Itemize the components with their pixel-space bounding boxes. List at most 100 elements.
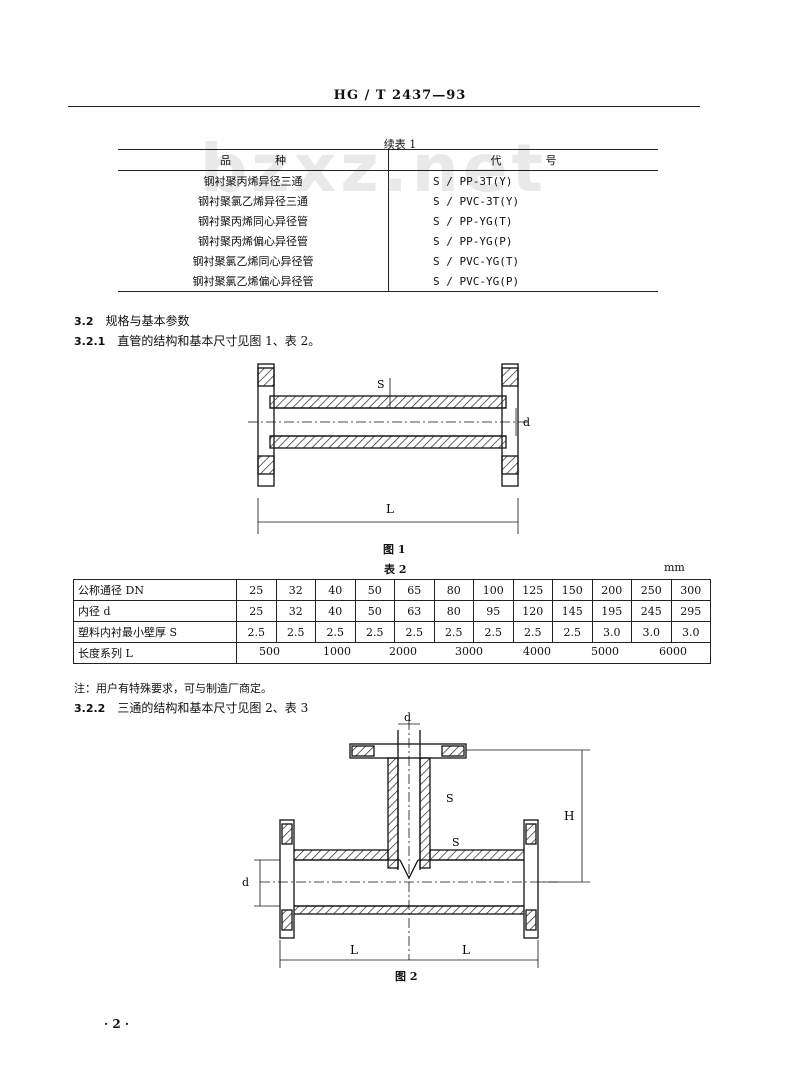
section-3-2-heading: 3.2 规格与基本参数 — [74, 312, 190, 329]
dn-cell: 250 — [631, 579, 672, 601]
code-cell: S / PP-YG(T) — [433, 214, 513, 228]
page-number: · 2 · — [104, 1017, 130, 1031]
dn-cell: 125 — [512, 579, 553, 601]
d-cell: 95 — [473, 600, 514, 622]
s-cell: 2.5 — [275, 621, 316, 643]
d-cell: 63 — [394, 600, 435, 622]
dn-cell: 50 — [354, 579, 395, 601]
code-cell: S / PVC-YG(P) — [388, 271, 658, 292]
L-values-cell: 500 1000 2000 3000 4000 5000 6000 — [236, 642, 711, 664]
standard-header: HG / T 2437—93 — [0, 88, 800, 103]
table2-caption: 表 2 — [384, 563, 407, 576]
L-value: 6000 — [659, 645, 687, 658]
table-row: 钢衬聚丙烯偏心异径管 S / PP-YG(P) — [118, 231, 658, 251]
dn-label: 公称通径 DN — [73, 579, 237, 601]
d-cell: 145 — [552, 600, 593, 622]
dn-cell: 80 — [433, 579, 474, 601]
d-cell: 195 — [591, 600, 632, 622]
variety-cell: 钢衬聚氯乙烯异径三通 — [118, 191, 389, 211]
s-cell: 2.5 — [394, 621, 435, 643]
table2-unit: mm — [664, 561, 685, 574]
fig2-label-s1: S — [446, 792, 454, 805]
L-value: 4000 — [523, 645, 551, 658]
figure1-straight-pipe: S d L — [248, 363, 530, 534]
variety-cell: 钢衬聚氯乙烯偏心异径管 — [118, 271, 389, 292]
dn-cell: 150 — [552, 579, 593, 601]
code-cell: S / PVC-YG(T) — [433, 254, 520, 268]
figure1-caption: 图 1 — [383, 543, 406, 556]
code-cell: S / PP-YG(P) — [433, 234, 513, 248]
s-cell: 2.5 — [354, 621, 395, 643]
table1-col-variety: 品 种 — [118, 149, 389, 171]
section-title: 规格与基本参数 — [105, 314, 190, 328]
variety-cell: 钢衬聚氯乙烯同心异径管 — [118, 251, 389, 271]
table1-header-row: 品 种 代 号 — [118, 149, 658, 171]
fig1-label-L: L — [386, 502, 394, 516]
s-label: 塑料内衬最小壁厚 S — [73, 621, 237, 643]
header-rule — [68, 106, 700, 107]
fig1-label-d: d — [523, 416, 530, 429]
fig2-label-H: H — [564, 809, 574, 823]
s-cell: 3.0 — [591, 621, 632, 643]
dn-cell: 25 — [236, 579, 277, 601]
fig2-label-L-right: L — [462, 943, 470, 957]
variety-cell: 钢衬聚丙烯偏心异径管 — [118, 231, 389, 251]
section-body: 三通的结构和基本尺寸见图 2、表 3 — [117, 701, 309, 715]
standard-code: HG / T — [333, 88, 387, 103]
L-value: 1000 — [323, 645, 351, 658]
table-row: 钢衬聚丙烯异径三通 S / PP-3T(Y) — [118, 170, 658, 191]
s-cell: 2.5 — [433, 621, 474, 643]
d-label: 内径 d — [73, 600, 237, 622]
variety-cell: 钢衬聚丙烯异径三通 — [118, 170, 389, 191]
dn-cell: 40 — [315, 579, 356, 601]
d-cell: 120 — [512, 600, 553, 622]
dn-cell: 200 — [591, 579, 632, 601]
figure2-caption: 图 2 — [395, 970, 418, 983]
table-row: 钢衬聚丙烯同心异径管 S / PP-YG(T) — [118, 211, 658, 231]
L-value: 5000 — [591, 645, 619, 658]
table-row: 钢衬聚氯乙烯同心异径管 S / PVC-YG(T) — [118, 251, 658, 271]
d-cell: 25 — [236, 600, 277, 622]
s-cell: 2.5 — [473, 621, 514, 643]
fig1-label-s: S — [377, 378, 385, 391]
figure2-tee: d S S H d L L — [242, 711, 590, 968]
table-row-L: 长度系列 L 500 1000 2000 3000 4000 5000 6000 — [73, 642, 711, 664]
s-cell: 2.5 — [315, 621, 356, 643]
L-value: 500 — [259, 645, 280, 658]
table1-caption: 续表 1 — [383, 138, 417, 151]
s-cell: 3.0 — [631, 621, 672, 643]
variety-cell: 钢衬聚丙烯同心异径管 — [118, 211, 389, 231]
d-cell: 50 — [354, 600, 395, 622]
d-cell: 80 — [433, 600, 474, 622]
L-value: 3000 — [455, 645, 483, 658]
L-label: 长度系列 L — [73, 642, 237, 664]
section-number: 3.2.2 — [74, 702, 106, 715]
d-cell: 245 — [631, 600, 672, 622]
section-3-2-1-text: 3.2.1 直管的结构和基本尺寸见图 1、表 2。 — [74, 332, 320, 349]
d-cell: 295 — [670, 600, 711, 622]
d-cell: 32 — [275, 600, 316, 622]
section-3-2-2-text: 3.2.2 三通的结构和基本尺寸见图 2、表 3 — [74, 699, 308, 716]
dn-cell: 100 — [473, 579, 514, 601]
s-cell: 2.5 — [552, 621, 593, 643]
fig2-label-L-left: L — [350, 943, 358, 957]
fig2-label-s2: S — [452, 836, 460, 849]
table1: 品 种 代 号 钢衬聚丙烯异径三通 S / PP-3T(Y) 钢衬聚氯乙烯异径三通… — [118, 149, 658, 292]
dn-cell: 32 — [275, 579, 316, 601]
table1-col-code: 代 号 — [388, 149, 658, 171]
code-cell: S / PP-3T(Y) — [433, 174, 513, 188]
section-number: 3.2 — [74, 315, 94, 328]
dn-cell: 300 — [670, 579, 711, 601]
section-body: 直管的结构和基本尺寸见图 1、表 2。 — [117, 334, 321, 348]
standard-number: 2437—93 — [392, 88, 467, 103]
L-value: 2000 — [389, 645, 417, 658]
fig2-label-d-left: d — [242, 876, 249, 889]
section-number: 3.2.1 — [74, 335, 106, 348]
s-cell: 2.5 — [512, 621, 553, 643]
